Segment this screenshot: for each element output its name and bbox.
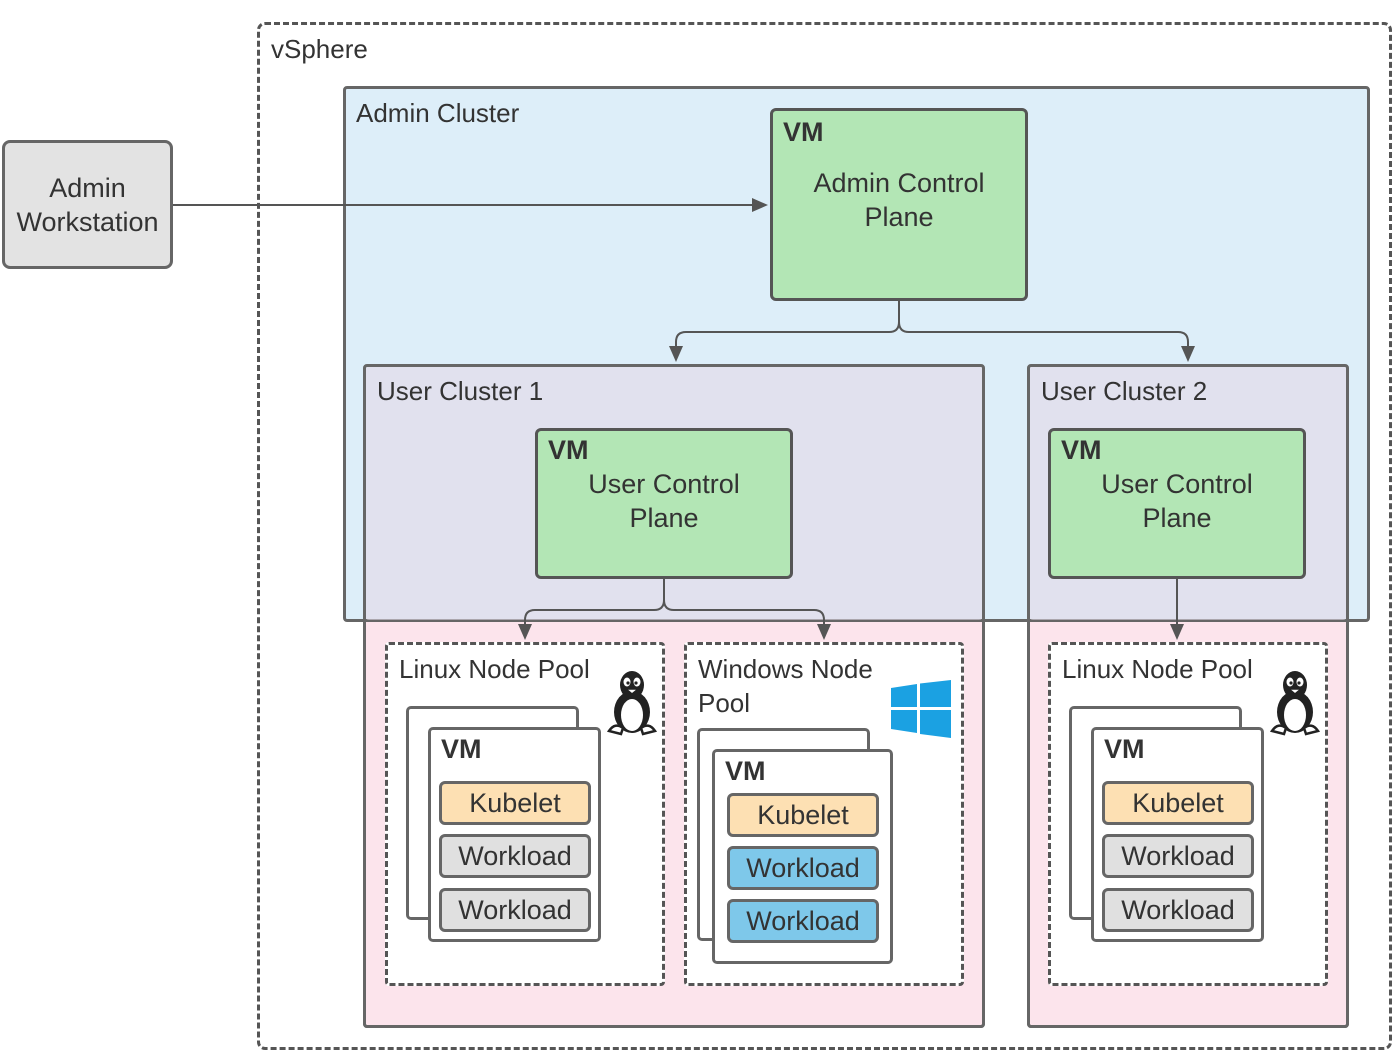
vm-tag: VM (1061, 435, 1102, 465)
workload-box: Workload (439, 888, 591, 932)
tux-penguin-icon (1269, 671, 1321, 736)
arrowhead (1170, 624, 1184, 640)
admin-control-plane-label: Admin Control Plane (813, 168, 985, 232)
vsphere-label: vSphere (271, 34, 368, 64)
arrowhead (1181, 346, 1195, 362)
arrowhead (752, 198, 768, 212)
workload-box: Workload (439, 834, 591, 878)
linux-node-pool-1-label: Linux Node Pool (399, 654, 590, 684)
user-cluster-2-label: User Cluster 2 (1041, 376, 1208, 406)
admin-cluster-label: Admin Cluster (356, 98, 520, 128)
user-cluster-1-label: User Cluster 1 (377, 376, 544, 406)
admin-control-plane-vm: VM Admin Control Plane (770, 108, 1028, 301)
kubelet-box: Kubelet (1102, 781, 1254, 825)
vm-tag: VM (1104, 734, 1145, 764)
arrowhead (518, 624, 532, 640)
workload-box: Workload (1102, 888, 1254, 932)
user-cluster-1 (363, 364, 985, 1028)
arrow-user-cp1-to-pools (524, 579, 665, 628)
workload-box: Workload (1102, 834, 1254, 878)
windows-logo-icon (891, 680, 951, 738)
user-cluster-2 (1027, 364, 1349, 1028)
arrowhead (817, 624, 831, 640)
vm-card: VM Kubelet Workload Workload (1091, 727, 1264, 942)
kubelet-box: Kubelet (439, 781, 591, 825)
vm-card: VM Kubelet Workload Workload (712, 749, 893, 964)
windows-node-pool-label: Windows Node Pool (698, 654, 873, 718)
user-control-plane-1-label: User Control Plane (588, 469, 740, 533)
tux-penguin-icon (606, 671, 658, 736)
vm-card: VM Kubelet Workload Workload (428, 727, 601, 942)
vsphere-boundary (257, 22, 1392, 1050)
workload-box: Workload (727, 899, 879, 943)
vm-tag: VM (783, 117, 824, 147)
admin-workstation: Admin Workstation (2, 140, 173, 269)
user-control-plane-2-label: User Control Plane (1101, 469, 1253, 533)
vm-tag: VM (725, 756, 766, 786)
vm-tag: VM (548, 435, 589, 465)
arrow-admin-cp-to-user-clusters (675, 301, 900, 350)
kubelet-box: Kubelet (727, 793, 879, 837)
workload-box: Workload (727, 846, 879, 890)
user-control-plane-1-vm: VM User Control Plane (535, 428, 793, 579)
vm-tag: VM (441, 734, 482, 764)
arrowhead (669, 346, 683, 362)
user-control-plane-2-vm: VM User Control Plane (1048, 428, 1306, 579)
linux-node-pool-2-label: Linux Node Pool (1062, 654, 1253, 684)
